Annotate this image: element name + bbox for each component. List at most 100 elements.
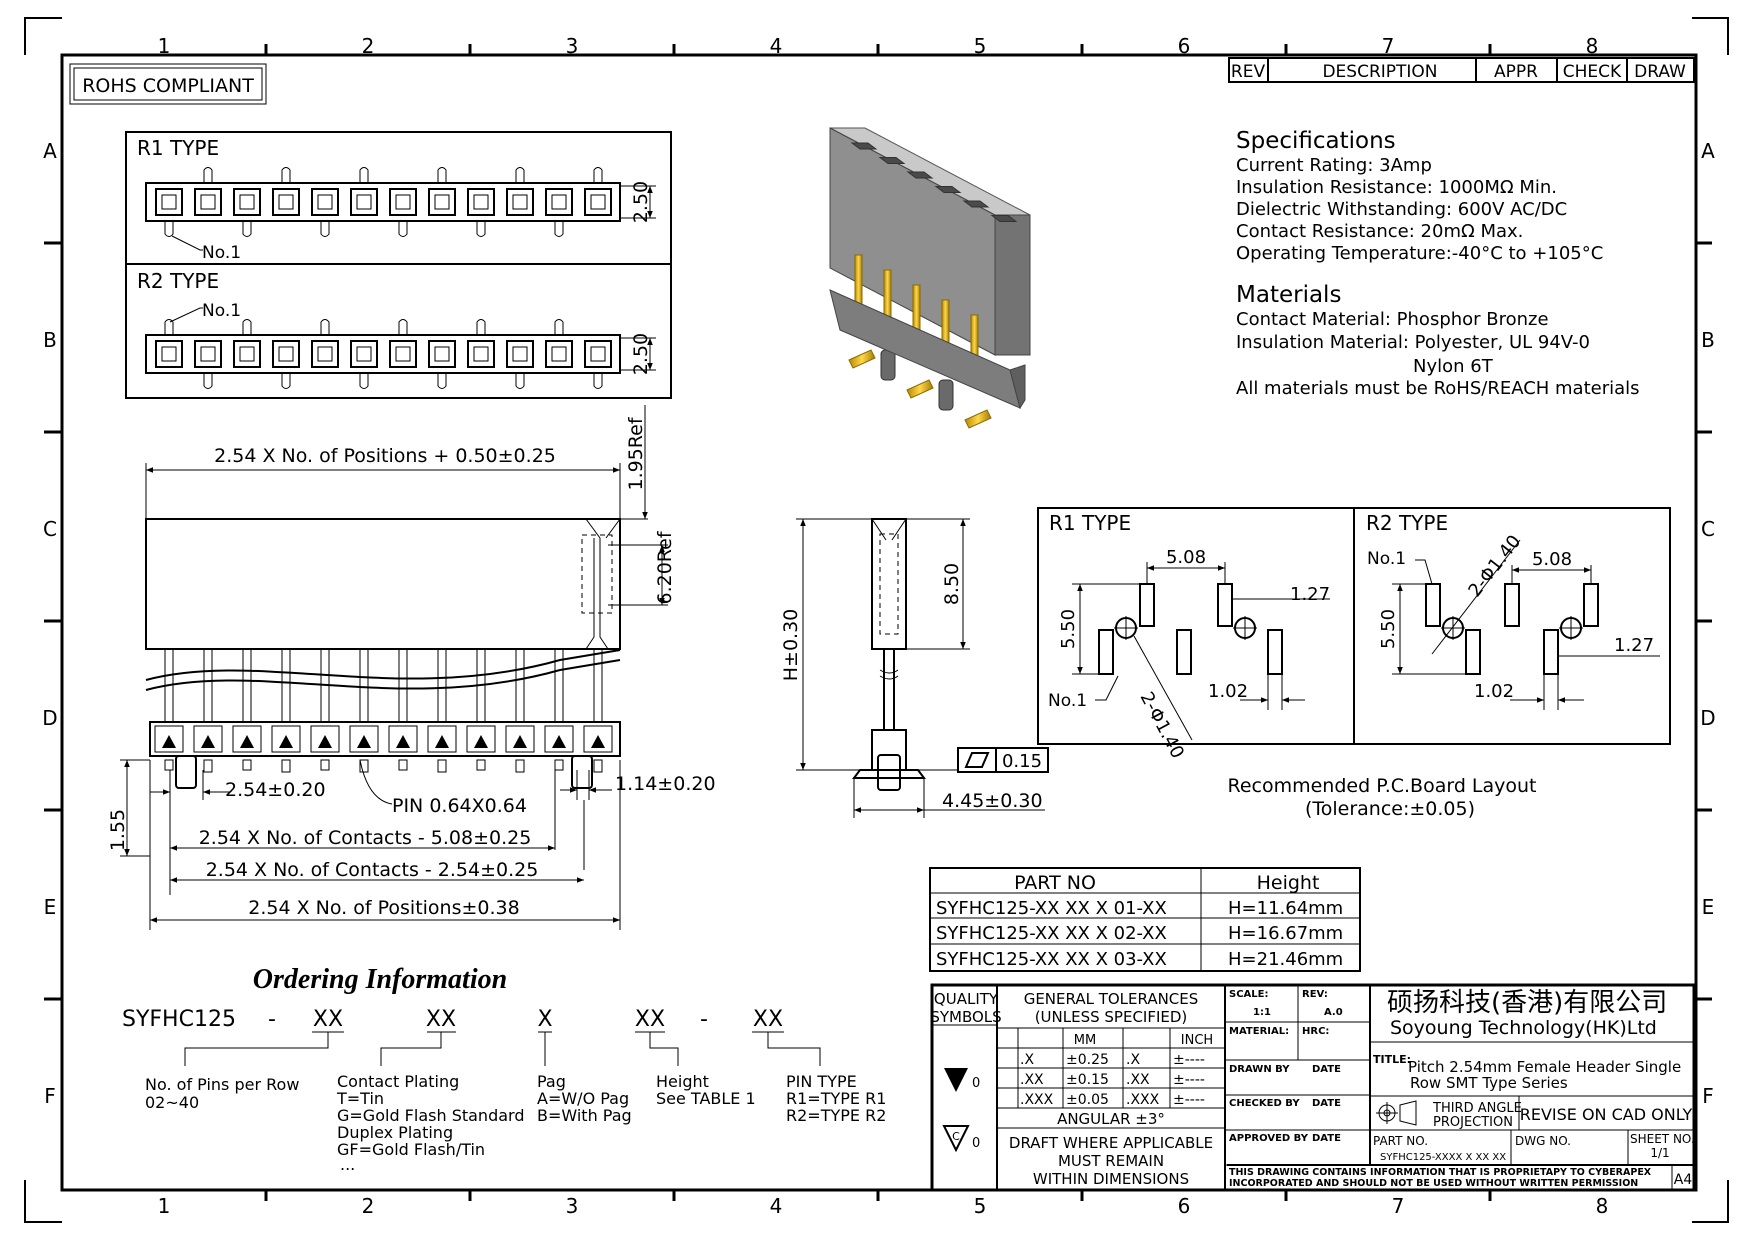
col-label-bottom: 7 bbox=[1392, 1194, 1405, 1218]
r1-550: 5.50 bbox=[1058, 609, 1079, 649]
pin-marker bbox=[357, 735, 371, 748]
positions-dim: 2.54 X No. of Positions±0.38 bbox=[248, 897, 519, 919]
scale-value: 1:1 bbox=[1253, 1007, 1271, 1018]
pag-line: B=With Pag bbox=[537, 1106, 632, 1125]
row-label-right: F bbox=[1702, 1084, 1714, 1108]
r2-housing bbox=[145, 334, 621, 374]
company-en: Soyoung Technology(HK)Ltd bbox=[1390, 1017, 1657, 1039]
revise-note: REVISE ON CAD ONLY bbox=[1520, 1105, 1693, 1124]
pin-type-title: PIN TYPE bbox=[786, 1072, 857, 1091]
plating-line: ... bbox=[340, 1155, 355, 1174]
rev-label: REV: bbox=[1302, 989, 1328, 1000]
pin-tab bbox=[359, 373, 369, 389]
socket-hole bbox=[906, 171, 934, 179]
code-height: XX bbox=[635, 1007, 665, 1032]
r1-contact-cells bbox=[155, 167, 612, 237]
pcb-caption: Recommended P.C.Board Layout bbox=[1227, 775, 1536, 797]
contact-cell bbox=[545, 188, 573, 216]
zone-ticks bbox=[44, 44, 1712, 1201]
tol-cell: ±---- bbox=[1173, 1072, 1205, 1088]
pcb-layout: R1 TYPE R2 TYPE 5.08 1.27 5.50 1.02 2-Φ1… bbox=[1037, 507, 1671, 820]
pin-tab bbox=[593, 167, 603, 183]
material-line: Nylon 6T bbox=[1413, 356, 1494, 377]
pin-type-line: R1=TYPE R1 bbox=[786, 1089, 886, 1108]
contact-cell bbox=[350, 188, 378, 216]
part-height-table: PART NO Height SYFHC125-XX XX X 01-XX H=… bbox=[929, 867, 1361, 972]
title-line1: Pitch 2.54mm Female Header Single bbox=[1408, 1058, 1681, 1076]
projection-line: PROJECTION bbox=[1433, 1115, 1513, 1130]
pin-tab bbox=[593, 373, 603, 389]
corner-marks bbox=[24, 17, 1729, 1223]
pin-tab bbox=[437, 167, 447, 183]
sheet-size: A4 bbox=[1674, 1172, 1693, 1188]
contact-cell-inner bbox=[356, 346, 372, 362]
connector-3d-render bbox=[829, 127, 1031, 429]
gold-pins bbox=[848, 254, 992, 429]
pin-tab bbox=[281, 373, 291, 389]
pin-marker bbox=[435, 735, 449, 748]
col-label-top: 4 bbox=[770, 34, 783, 58]
pitch-dim: 2.54±0.20 bbox=[225, 779, 326, 801]
r2-no1: No.1 bbox=[1367, 549, 1406, 569]
sym-0b: 0 bbox=[972, 1136, 980, 1151]
plating-line: G=Gold Flash Standard bbox=[337, 1106, 524, 1125]
pin-tab bbox=[203, 373, 213, 389]
pin-cell bbox=[427, 725, 457, 753]
pin-foot bbox=[476, 759, 486, 771]
part-row: SYFHC125-XX XX X 01-XX bbox=[936, 898, 1167, 919]
col-label-bottom: 2 bbox=[362, 1194, 375, 1218]
appr-header: APPR bbox=[1494, 62, 1538, 82]
contact-cell bbox=[506, 188, 534, 216]
tol-cell: ±---- bbox=[1173, 1052, 1205, 1068]
contact-cell-inner bbox=[317, 346, 333, 362]
pag-title: Pag bbox=[537, 1072, 566, 1091]
tol-cell: .X bbox=[1126, 1052, 1140, 1068]
row-label-left: F bbox=[44, 1084, 56, 1108]
front-pin bbox=[203, 649, 213, 722]
code-plating: XX bbox=[426, 1007, 456, 1032]
tol-cell: ±0.15 bbox=[1066, 1072, 1109, 1088]
pin-tab bbox=[242, 221, 252, 237]
contact-cell bbox=[467, 188, 495, 216]
contact-cell bbox=[467, 340, 495, 368]
gold-foot bbox=[848, 349, 876, 369]
col-label-top: 3 bbox=[566, 34, 579, 58]
row-label-right: A bbox=[1701, 139, 1715, 163]
front-pin bbox=[398, 649, 408, 722]
col-label-bottom: 3 bbox=[566, 1194, 579, 1218]
materials-title: Materials bbox=[1236, 282, 1341, 308]
r2-127: 1.27 bbox=[1614, 635, 1654, 656]
contact-cell bbox=[428, 188, 456, 216]
dim-155: 1.55 bbox=[107, 809, 129, 851]
title-line2: Row SMT Type Series bbox=[1410, 1074, 1568, 1092]
quality-symbol-outline bbox=[942, 1125, 970, 1153]
pin-foot bbox=[281, 759, 291, 773]
pin-marker bbox=[240, 735, 254, 748]
tol-cell: ±---- bbox=[1173, 1092, 1205, 1108]
pin-tab bbox=[203, 167, 213, 183]
row-label-left: C bbox=[43, 517, 57, 541]
row-label-right: D bbox=[1700, 706, 1715, 730]
height-row: H=16.67mm bbox=[1228, 923, 1343, 944]
contacts-254-dim: 2.54 X No. of Contacts - 2.54±0.25 bbox=[206, 859, 539, 881]
front-pin bbox=[242, 649, 252, 722]
contact-cell-inner bbox=[512, 194, 528, 210]
pin-marker bbox=[201, 735, 215, 748]
r1-no1: No.1 bbox=[1048, 691, 1087, 711]
spec-line: Insulation Resistance: 1000MΩ Min. bbox=[1236, 177, 1557, 198]
contact-cell bbox=[389, 340, 417, 368]
contact-cell-inner bbox=[434, 346, 450, 362]
height-row: H=21.46mm bbox=[1228, 949, 1343, 970]
code-pag: X bbox=[537, 1007, 552, 1032]
mm-header: MM bbox=[1074, 1033, 1096, 1048]
pin-cell bbox=[310, 725, 340, 753]
pin-foot bbox=[203, 759, 213, 773]
material-line: Contact Material: Phosphor Bronze bbox=[1236, 309, 1549, 330]
contact-cell-inner bbox=[200, 346, 216, 362]
projection-icon bbox=[1376, 1100, 1417, 1126]
pin-cell bbox=[388, 725, 418, 753]
code-series: SYFHC125 bbox=[122, 1007, 236, 1032]
dwg-no-label: DWG NO. bbox=[1515, 1134, 1571, 1148]
pin-marker bbox=[513, 735, 527, 748]
housing-body bbox=[145, 518, 621, 650]
